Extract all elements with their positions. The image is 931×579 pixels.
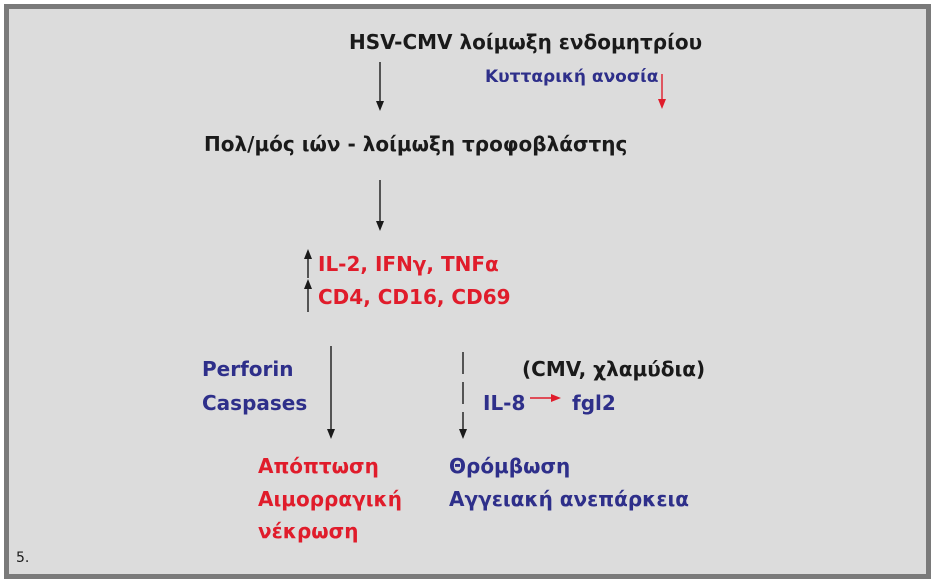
apoptosis-label: Απόπτωση (258, 454, 379, 478)
cd-markers-label: CD4, CD16, CD69 (318, 285, 511, 309)
cell-immunity-label: Κυτταρική ανοσία (485, 67, 659, 87)
il8-label: IL-8 (483, 391, 526, 415)
cytokines-label: IL-2, IFNγ, TNFα (318, 252, 499, 276)
fgl2-label: fgl2 (572, 391, 616, 415)
diagram-title: HSV-CMV λοίμωξη ενδομητρίου (349, 30, 703, 54)
cmv-chlamydia-label: (CMV, χλαμύδια) (522, 357, 706, 381)
slide-frame (4, 4, 931, 579)
caspases-label: Caspases (202, 391, 308, 415)
vascular-insufficiency-label: Αγγειακή ανεπάρκεια (449, 487, 690, 511)
thrombosis-label: Θρόμβωση (449, 454, 571, 478)
necrosis-label: νέκρωση (258, 519, 359, 543)
hemorrhagic-label: Αιμορραγική (258, 487, 402, 511)
ion-infection-label: Πολ/μός ιών - λοίμωξη τροφοβλάστης (204, 132, 628, 156)
page-number: 5. (16, 550, 30, 566)
perforin-label: Perforin (202, 357, 294, 381)
